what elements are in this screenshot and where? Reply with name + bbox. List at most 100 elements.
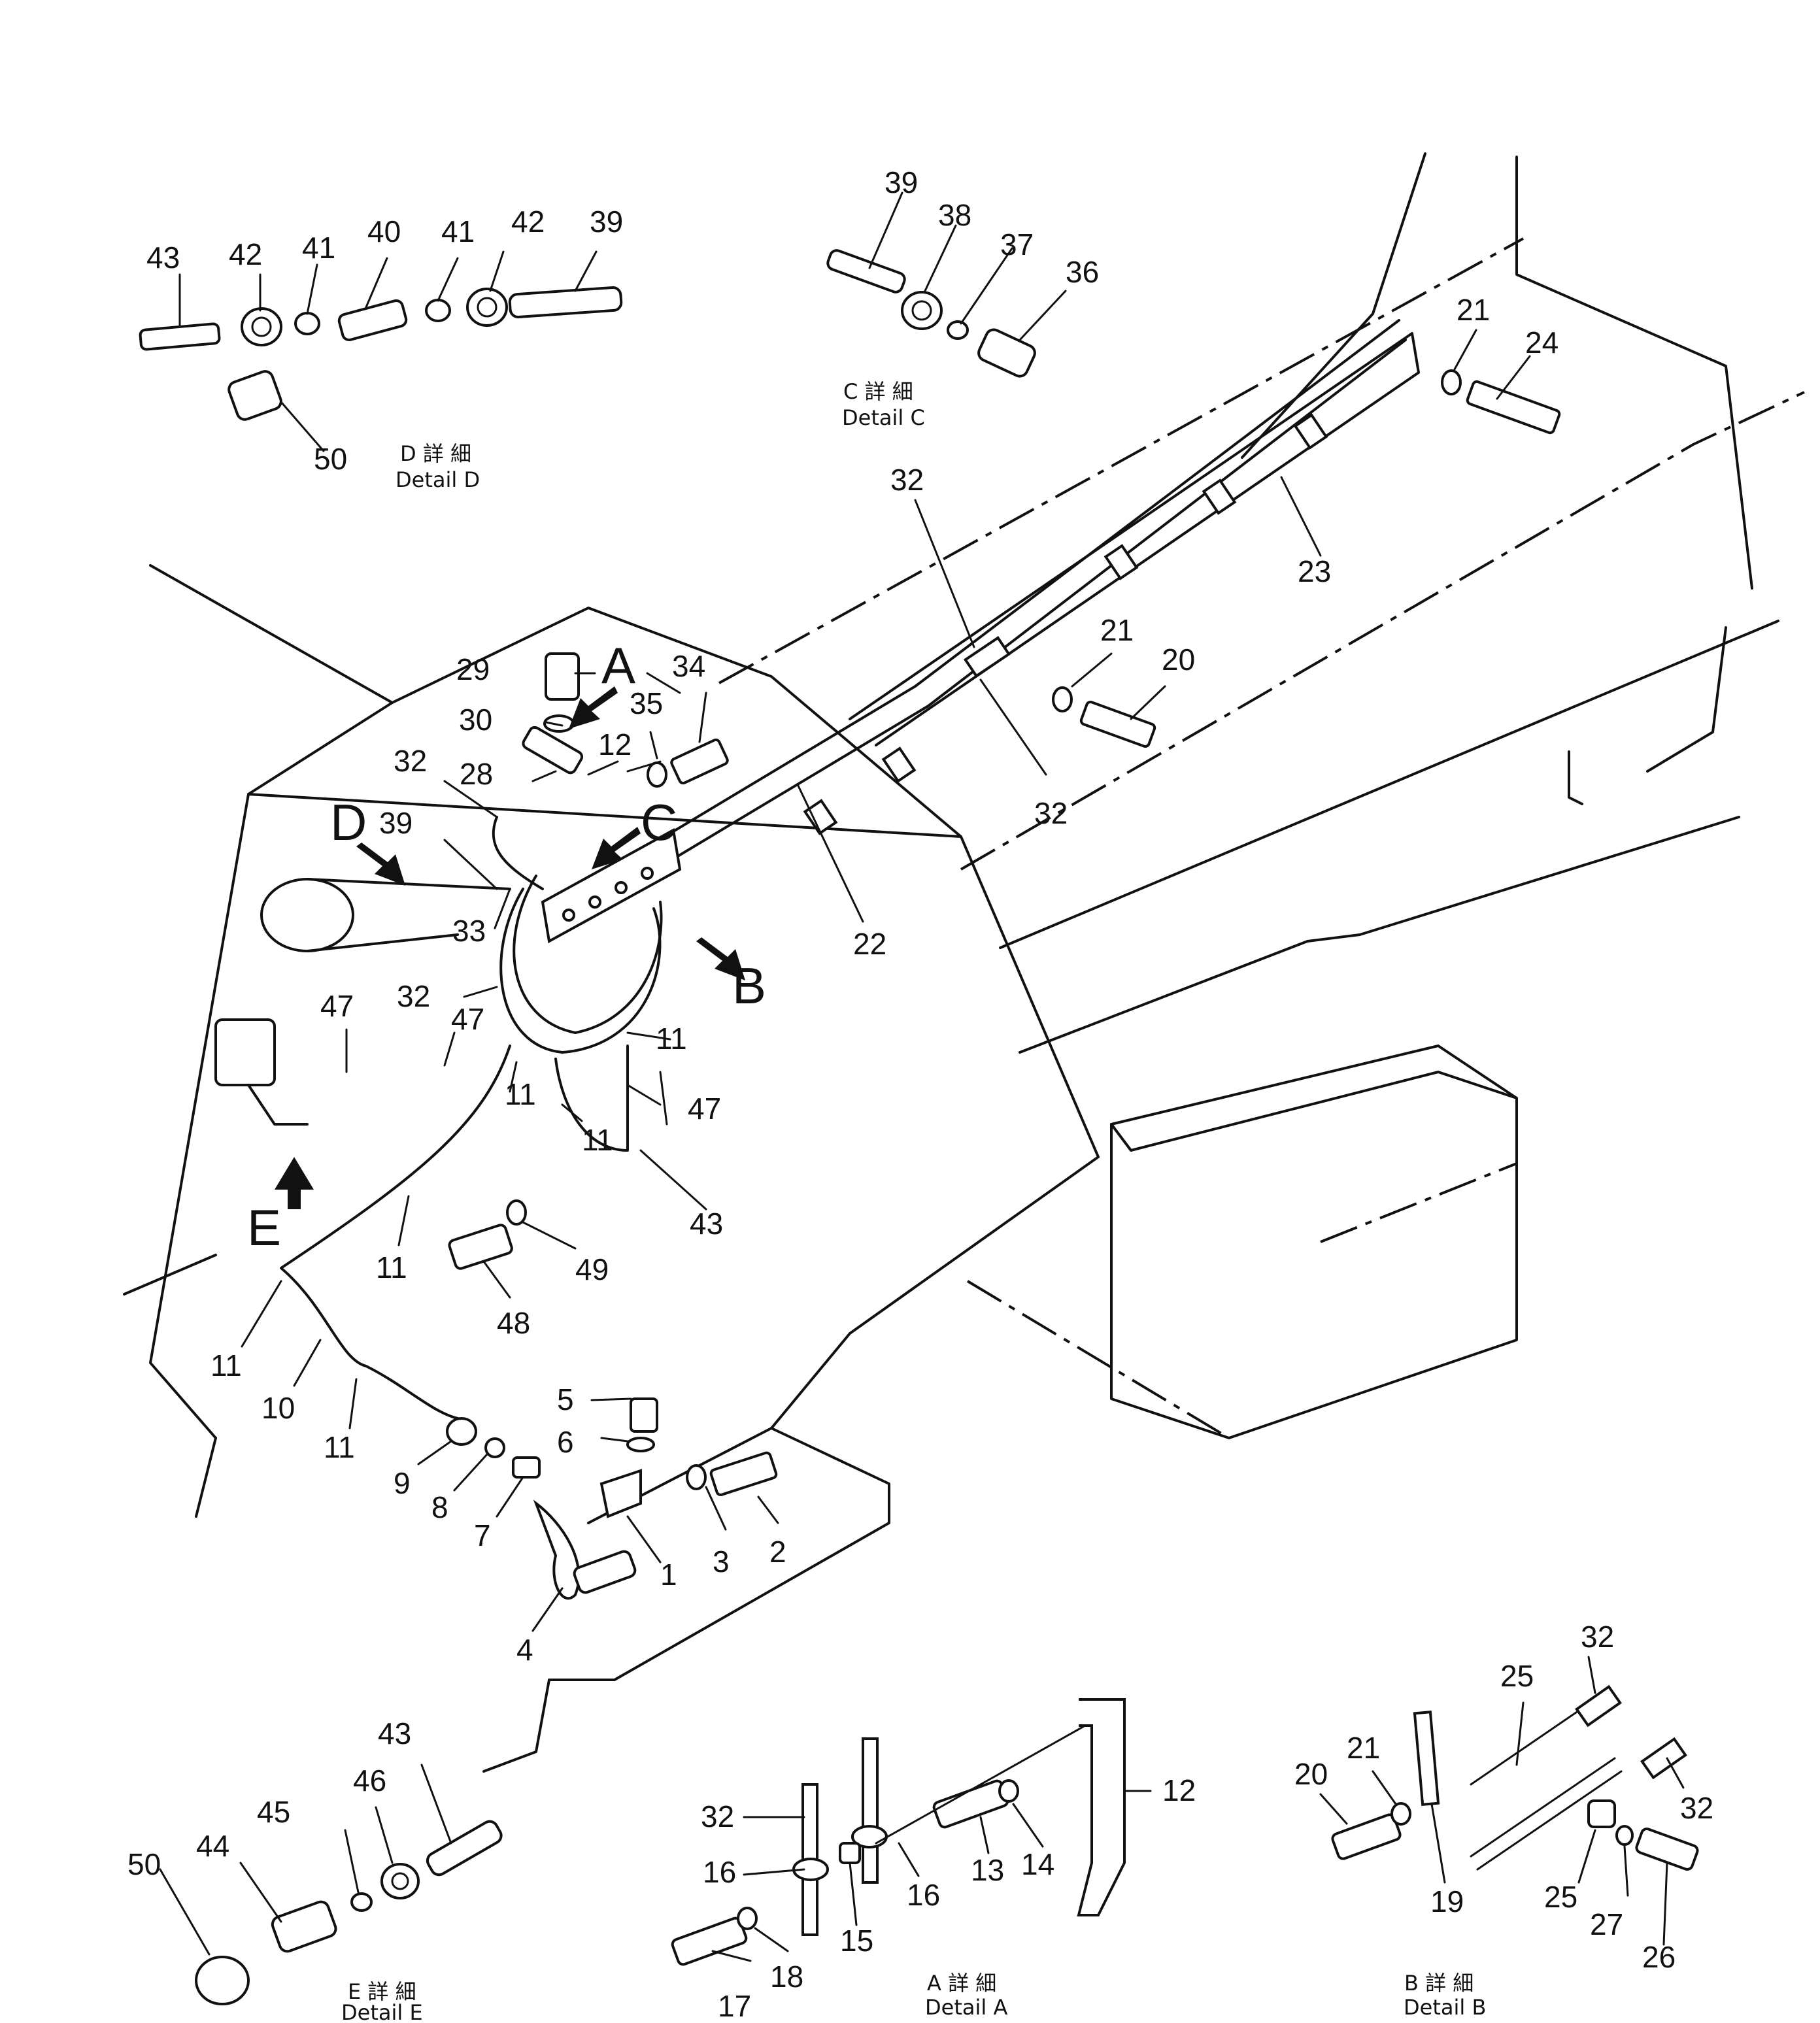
- part-label: 13: [971, 1853, 1004, 1887]
- part-label: 6: [557, 1425, 574, 1459]
- part-label: 35: [630, 686, 663, 720]
- detail-a-group: [671, 1698, 1126, 1966]
- part-label: 32: [1581, 1620, 1614, 1654]
- part-label: 20: [1294, 1757, 1328, 1791]
- arrow-a: [569, 686, 618, 729]
- part-label: 4: [516, 1633, 533, 1667]
- bolt-29-washer-30: [522, 652, 584, 775]
- part-label: 21: [1347, 1731, 1380, 1765]
- machine-body-outline: [123, 152, 1805, 1773]
- part-label: 22: [853, 927, 886, 961]
- part-label: 19: [1430, 1884, 1464, 1918]
- part-label: 16: [907, 1878, 940, 1912]
- view-letter-c: C: [641, 794, 677, 851]
- part-label: 30: [459, 703, 492, 737]
- part-label: 11: [582, 1123, 613, 1157]
- part-label: 33: [452, 914, 486, 948]
- part-label: 9: [394, 1466, 411, 1500]
- part-label: 46: [353, 1764, 386, 1797]
- part-label: 32: [1034, 796, 1068, 830]
- part-label: 39: [379, 806, 413, 840]
- part-label: 21: [1457, 293, 1490, 327]
- part-label: 20: [1162, 643, 1195, 677]
- part-label: 47: [320, 989, 354, 1023]
- detail-a-caption-jp: A 詳 細: [927, 1971, 996, 1996]
- part-label: 14: [1021, 1847, 1054, 1881]
- part-label: 42: [229, 237, 262, 271]
- part-label: 11: [376, 1250, 407, 1284]
- part-label: 17: [718, 1989, 751, 2023]
- part-label: 24: [1525, 326, 1559, 359]
- part-label: 21: [1100, 613, 1134, 647]
- part-label: 15: [840, 1924, 873, 1958]
- detail-e-caption-en: Detail E: [341, 2000, 423, 2023]
- part-label: 8: [431, 1490, 448, 1524]
- part-label: 1: [660, 1558, 677, 1592]
- part-label: 50: [127, 1847, 161, 1881]
- part-label: 26: [1642, 1940, 1676, 1974]
- part-label: 39: [590, 205, 623, 239]
- detail-e-group: [195, 1820, 503, 2005]
- part-label: 7: [474, 1518, 491, 1552]
- part-label: 39: [885, 165, 918, 199]
- part-label: 27: [1590, 1907, 1623, 1941]
- horn-assembly: [446, 1397, 778, 1600]
- bolt-48-washer-49: [448, 1199, 527, 1270]
- arrow-d: [356, 843, 405, 886]
- part-label: 48: [497, 1306, 530, 1340]
- part-label: 41: [302, 231, 335, 265]
- part-label: 45: [257, 1795, 290, 1829]
- detail-a-caption-en: Detail A: [925, 1995, 1007, 2020]
- part-label: 11: [211, 1348, 242, 1382]
- wire-harness-10: [280, 1045, 511, 1420]
- part-label: 18: [770, 1960, 803, 1994]
- part-label: 32: [701, 1799, 734, 1833]
- arrow-e: [275, 1157, 314, 1209]
- part-label: 36: [1066, 255, 1099, 289]
- part-label: 3: [713, 1545, 730, 1579]
- part-label: 23: [1298, 554, 1331, 588]
- part-label: 47: [451, 1002, 484, 1036]
- detail-b-caption-jp: B 詳 細: [1404, 1971, 1474, 1996]
- leader-lines: [159, 192, 1685, 1962]
- part-label: 41: [441, 214, 475, 248]
- part-label: 12: [1162, 1773, 1196, 1807]
- part-label: 32: [890, 463, 924, 497]
- part-label: 43: [690, 1207, 723, 1241]
- view-letter-d: D: [330, 794, 367, 851]
- detail-c-caption-jp: C 詳 細: [843, 379, 913, 404]
- part-label: 43: [378, 1716, 411, 1750]
- part-label: 32: [1680, 1791, 1713, 1825]
- wire-43: [554, 1045, 629, 1152]
- part-label: 2: [769, 1535, 786, 1569]
- part-label: 5: [557, 1382, 574, 1416]
- view-letter-a: A: [601, 637, 635, 694]
- view-letter-b: B: [732, 957, 766, 1014]
- part-label: 40: [367, 214, 401, 248]
- detail-d-group: [139, 286, 623, 421]
- part-label: 29: [456, 652, 490, 686]
- part-label: 44: [196, 1829, 229, 1863]
- detail-c-caption-en: Detail C: [842, 405, 925, 430]
- main-harness-assembly: [214, 319, 1420, 1126]
- detail-d-caption-jp: D 詳 細: [400, 441, 471, 466]
- detail-d-caption-en: Detail D: [396, 467, 480, 492]
- bolt-34-washer-35: [647, 738, 729, 788]
- part-label: 25: [1544, 1880, 1577, 1914]
- part-label: 28: [460, 757, 493, 791]
- part-label: 38: [938, 198, 971, 232]
- part-label: 11: [324, 1430, 355, 1464]
- arrow-c: [592, 827, 641, 869]
- part-label: 49: [575, 1252, 609, 1286]
- bolt-20-washer-21: [1052, 686, 1156, 748]
- detail-b-group: [1331, 1684, 1699, 1871]
- detail-c-group: [826, 249, 1036, 378]
- detail-e-caption-jp: E 詳 細: [348, 1979, 416, 2004]
- detail-b-caption-en: Detail B: [1404, 1995, 1486, 2020]
- view-letter-e: E: [247, 1199, 281, 1256]
- part-label: 32: [394, 744, 427, 778]
- part-label: 43: [146, 241, 180, 275]
- part-label: 47: [688, 1092, 721, 1126]
- part-label: 25: [1500, 1659, 1534, 1693]
